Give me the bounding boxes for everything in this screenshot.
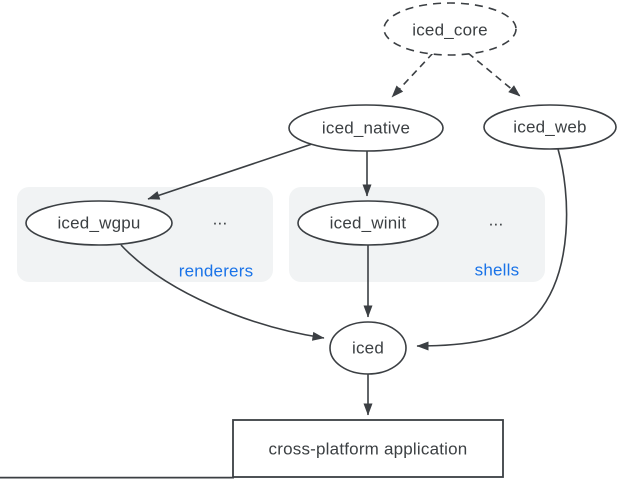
edge-iced-core-to-iced-native bbox=[391, 52, 434, 98]
node-ellipse-iced-wgpu bbox=[25, 200, 173, 246]
node-ellipse-iced-winit bbox=[297, 200, 439, 246]
node-label-iced: iced bbox=[352, 338, 384, 358]
group-ellipsis-renderers: ... bbox=[212, 209, 228, 229]
node-ellipse-iced-native bbox=[288, 104, 444, 152]
group-label-shells: shells bbox=[474, 260, 520, 280]
node-label-iced-native: iced_native bbox=[321, 118, 411, 138]
edge-iced-web-to-iced bbox=[416, 148, 568, 351]
edge-iced-wgpu-to-iced bbox=[120, 244, 325, 341]
node-label-iced-core: iced_core bbox=[412, 20, 488, 40]
group-label-renderers: renderers bbox=[178, 261, 254, 281]
node-label-iced-web: iced_web bbox=[513, 117, 587, 137]
node-ellipse-iced-core bbox=[383, 2, 517, 56]
node-label-iced-winit: iced_winit bbox=[329, 213, 407, 233]
node-ellipse-iced-web bbox=[483, 104, 617, 150]
node-ellipse-iced bbox=[329, 321, 407, 375]
node-label-application: cross-platform application bbox=[268, 439, 468, 459]
node-rect-application bbox=[232, 419, 504, 478]
edge-iced-core-to-iced-web bbox=[467, 52, 521, 97]
edge-iced-native-to-iced-wgpu bbox=[147, 143, 313, 200]
node-label-iced-wgpu: iced_wgpu bbox=[57, 213, 141, 233]
group-ellipsis-shells: ... bbox=[488, 210, 504, 230]
